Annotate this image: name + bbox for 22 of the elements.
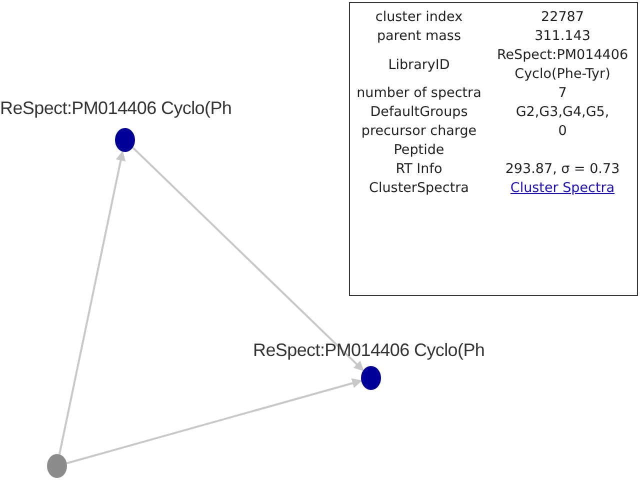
- field-name: cluster index: [375, 9, 463, 25]
- field-value: 7: [558, 85, 567, 101]
- field-name: DefaultGroups: [370, 104, 468, 120]
- field-value: ReSpect:PM014406 Cyclo(Phe-Tyr): [496, 47, 628, 82]
- field-name: ClusterSpectra: [369, 180, 469, 196]
- field-value: 0: [558, 123, 567, 139]
- field-name: LibraryID: [388, 56, 450, 72]
- node-label: ReSpect:PM014406 Cyclo(Ph: [253, 340, 485, 361]
- field-name: parent mass: [376, 28, 462, 44]
- field-value: G2,G3,G4,G5,: [516, 104, 610, 120]
- node-label: ReSpect:PM014406 Cyclo(Ph: [0, 98, 232, 119]
- field-name: Peptide: [394, 142, 444, 158]
- field-name: number of spectra: [356, 85, 482, 101]
- field-name: precursor charge: [361, 123, 477, 139]
- field-value: 22787: [541, 9, 584, 25]
- field-value: 311.143: [534, 28, 590, 44]
- field-value: 293.87, σ = 0.73: [505, 161, 620, 177]
- arrow: [66, 378, 362, 464]
- arrow: [58, 150, 126, 455]
- arrow: [132, 146, 364, 372]
- link: Cluster Spectra: [510, 180, 615, 196]
- field-name: RT Info: [396, 161, 442, 177]
